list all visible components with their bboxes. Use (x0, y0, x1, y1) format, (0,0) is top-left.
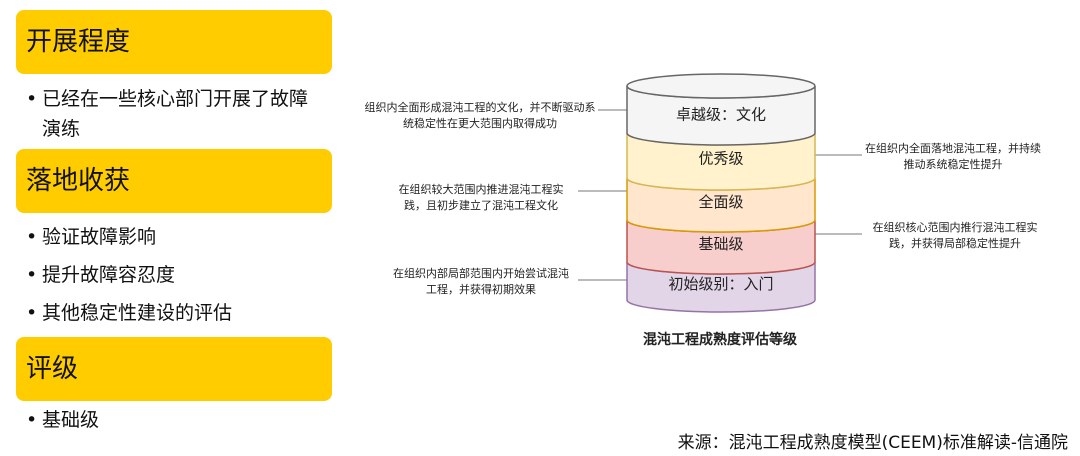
note-comprehensive: 在组织较大范围内推进混沌工程实践，且初步建立了混沌工程文化 (398, 183, 564, 212)
diagram-caption: 混沌工程成熟度评估等级 (643, 332, 797, 348)
bullet: 验证故障影响 (26, 222, 326, 252)
note-initial: 在组织内部局部范围内开始尝试混沌工程，并获得初期效果 (393, 267, 569, 296)
note-advanced: 在组织内全面落地混沌工程，并持续推动系统稳定性提升 (865, 142, 1041, 171)
header-maturity: 开展程度 (16, 10, 332, 74)
level-label: 全面级 (698, 193, 743, 211)
level-label: 卓越级：文化 (676, 106, 766, 124)
header-rating: 评级 (16, 337, 332, 401)
cylinder-top (626, 73, 816, 99)
bullet: 其他稳定性建设的评估 (26, 298, 326, 328)
note-excellence: 组织内全面形成混沌工程的文化，并不断驱动系统稳定性在更大范围内取得成功 (364, 101, 596, 130)
bullet: 已经在一些核心部门开展了故障演练 (26, 84, 326, 144)
source-text: 来源：混沌工程成熟度模型(CEEM)标准解读-信通院 (677, 433, 1068, 453)
bullet: 基础级 (26, 405, 326, 435)
header-gains: 落地收获 (16, 149, 332, 213)
level-label: 基础级 (698, 235, 743, 253)
level-label: 初始级别：入门 (668, 275, 773, 293)
bullet: 提升故障容忍度 (26, 260, 326, 290)
note-basic: 在组织核心范围内推行混沌工程实践，并获得局部稳定性提升 (872, 221, 1038, 250)
level-label: 优秀级 (698, 150, 743, 168)
